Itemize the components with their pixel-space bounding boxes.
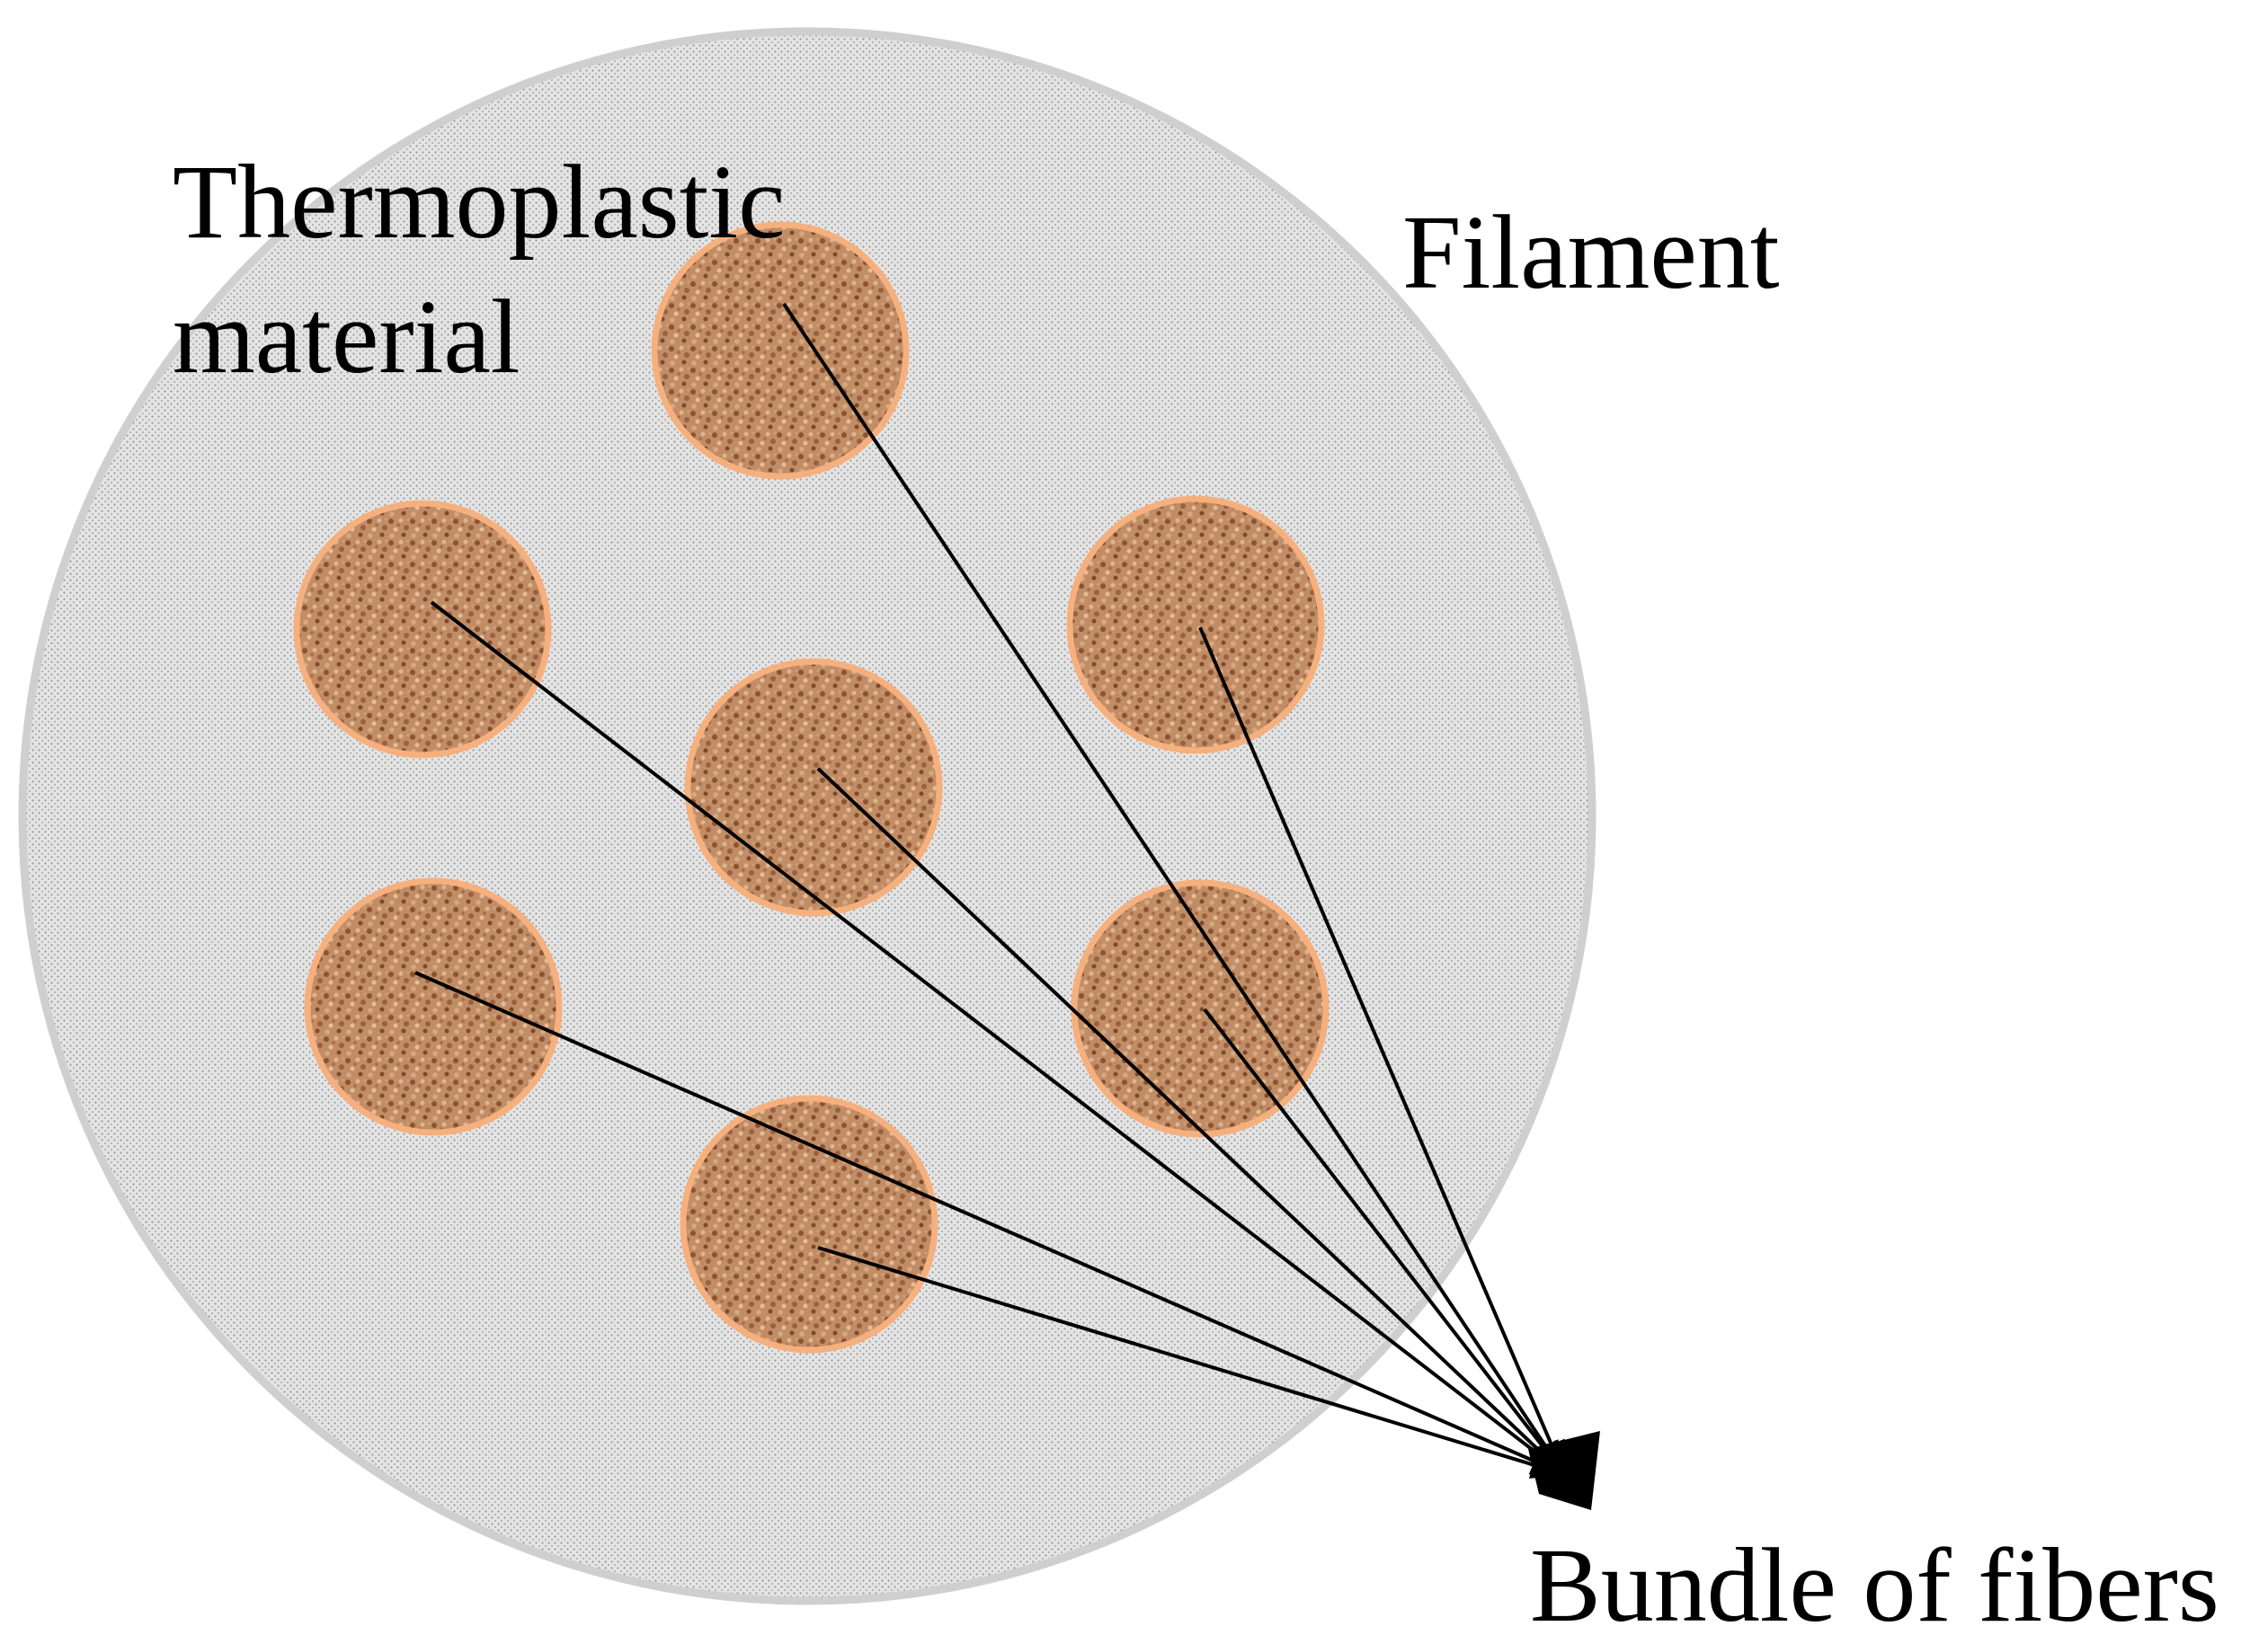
fiber-5 — [304, 877, 563, 1136]
fiber-group — [293, 221, 1330, 1354]
filament-label: Filament — [1402, 193, 1780, 311]
fiber-arrow-4 — [816, 767, 1567, 1477]
fiber-6 — [1071, 879, 1330, 1138]
fiber-arrow-2 — [430, 600, 1568, 1477]
bundle-arrowhead-cluster — [1528, 1431, 1600, 1510]
arrow-group — [414, 302, 1568, 1479]
fiber-4 — [684, 658, 943, 917]
fiber-arrow-7 — [817, 1246, 1568, 1479]
fiber-1 — [651, 221, 910, 480]
fiber-arrow-5 — [414, 971, 1568, 1476]
bundle-of-fibers-label: Bundle of fibers — [1530, 1526, 2219, 1644]
fiber-arrow-3 — [1198, 626, 1566, 1478]
fiber-2 — [293, 500, 552, 759]
fiber-3 — [1066, 495, 1325, 754]
thermoplastic-material-label: Thermoplastic material — [173, 143, 786, 395]
fiber-arrow-1 — [782, 302, 1567, 1478]
fiber-arrow-6 — [1203, 1008, 1567, 1478]
fiber-7 — [680, 1095, 938, 1354]
